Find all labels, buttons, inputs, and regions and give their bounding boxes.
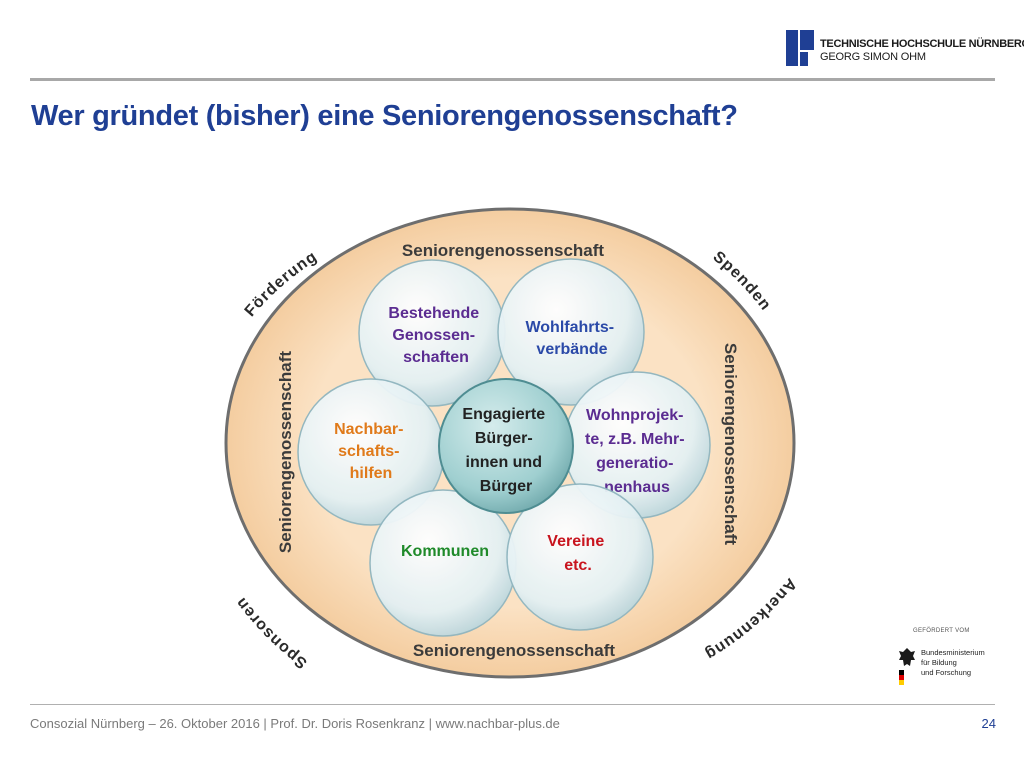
circle-nachbarschaftshilfen-text: Nachbar- schafts- hilfen <box>334 421 408 482</box>
university-logo: TECHNISCHE HOCHSCHULE NÜRNBERG GEORG SIM… <box>786 30 1024 70</box>
footer-text: Consozial Nürnberg – 26. Oktober 2016 | … <box>30 716 560 731</box>
ring-label-left: Seniorengenossenschaft <box>276 351 295 554</box>
ring-label-top: Seniorengenossenschaft <box>402 241 605 260</box>
circle-wohlfahrtsverbaende-text: Wohlfahrts- verbände <box>525 319 618 358</box>
footer-divider <box>30 704 995 705</box>
header-divider <box>30 78 995 81</box>
page-number: 24 <box>981 716 996 731</box>
circle-genossenschaften-text: Bestehende Genossen- schaften <box>388 305 483 366</box>
sponsor-line2: für Bildung <box>921 658 957 667</box>
corner-label-sponsoren: Sponsoren <box>232 594 310 672</box>
sponsor-line1: Bundesministerium <box>921 648 985 657</box>
circle-center-text: Engagierte Bürger- innen und Bürger <box>462 406 549 495</box>
ring-label-bottom: Seniorengenossenschaft <box>413 641 616 660</box>
circle-wohnprojekte-text: Wohnprojek- te, z.B. Mehr- generatio- ne… <box>585 407 689 496</box>
university-logo-icon <box>786 30 814 66</box>
circle-kommunen-text: Kommunen <box>401 543 489 560</box>
federal-eagle-icon <box>899 648 915 685</box>
circle-vereine: Vereine etc. <box>506 483 654 631</box>
logo-university-name: TECHNISCHE HOCHSCHULE NÜRNBERG <box>820 38 1024 50</box>
logo-university-subtitle: GEORG SIMON OHM <box>820 51 926 63</box>
ring-label-right: Seniorengenossenschaft <box>721 343 740 546</box>
sponsor-line3: und Forschung <box>921 668 972 677</box>
slide-title: Wer gründet (bisher) eine Seniorengenoss… <box>31 100 738 132</box>
circle-wohnprojekte: Wohnprojek- te, z.B. Mehr- generatio- ne… <box>563 371 711 519</box>
sponsor-top-label: GEFÖRDERT VOM <box>913 628 970 634</box>
circle-center-buerger: Engagierte Bürger- innen und Bürger <box>438 378 574 514</box>
circle-wohlfahrtsverbaende: Wohlfahrts- verbände <box>497 258 645 406</box>
circle-kommunen: Kommunen <box>369 489 517 637</box>
sponsor-logo: GEFÖRDERT VOM Bundesministerium für Bild… <box>893 624 993 704</box>
circle-vereine-text: Vereine etc. <box>547 533 608 574</box>
